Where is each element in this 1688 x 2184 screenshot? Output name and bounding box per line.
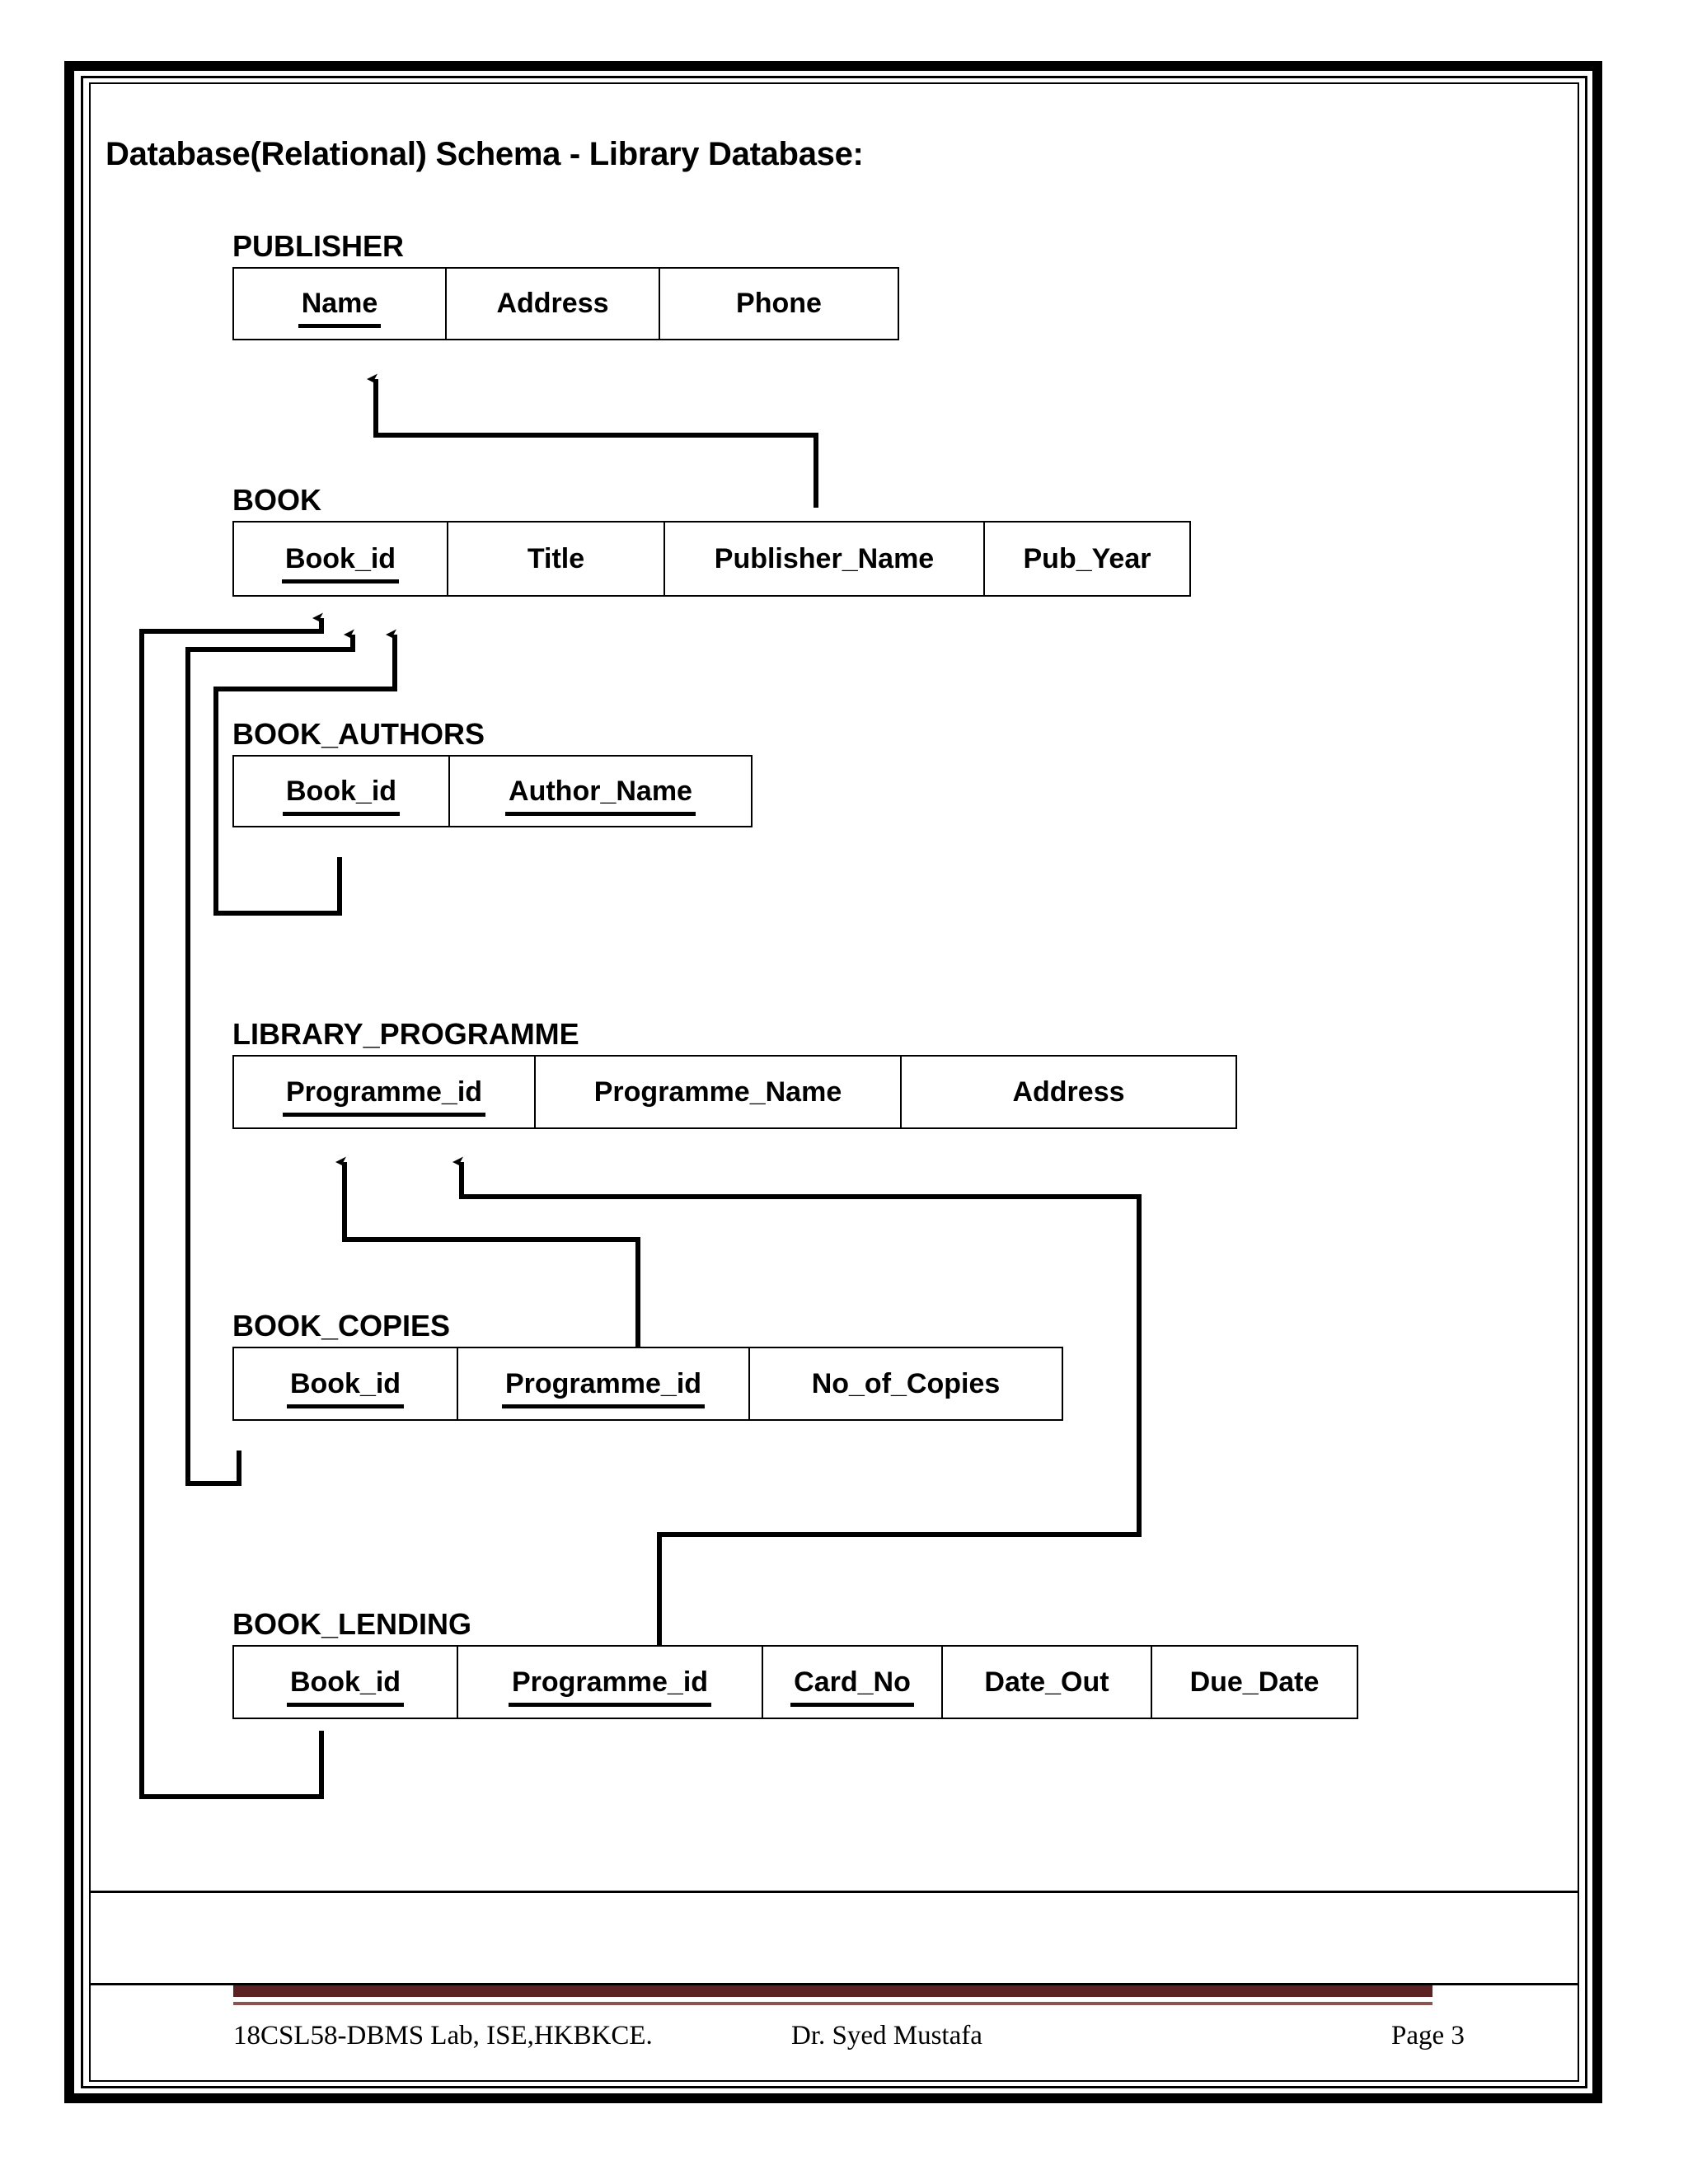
attribute-book-publisher_name[interactable]: Publisher_Name xyxy=(665,522,985,595)
attribute-book_authors-author_name[interactable]: Author_Name xyxy=(505,775,696,816)
attribute-row-book-copies: Book_id Programme_id No_of_Copies xyxy=(232,1346,1063,1421)
attribute-book-pub_year[interactable]: Pub_Year xyxy=(1023,542,1151,574)
relation-name-book: BOOK xyxy=(232,483,321,517)
attribute-row-book-authors: Book_id Author_Name xyxy=(232,754,753,827)
relation-library-programme: LIBRARY_PROGRAMME Programme_id Programme… xyxy=(232,1019,1237,1129)
attribute-book_copies-programme_id[interactable]: Programme_id xyxy=(458,1347,750,1419)
attribute-row-publisher: Name Address Phone xyxy=(232,266,899,340)
relation-name-book-lending: BOOK_LENDING xyxy=(232,1607,472,1641)
attribute-publisher-name[interactable]: Name xyxy=(234,268,447,339)
relation-name-publisher: PUBLISHER xyxy=(232,229,405,263)
attribute-book_lending-book_id[interactable]: Book_id xyxy=(234,1646,458,1718)
attribute-row-book: Book_id Title Publisher_Name Pub_Year xyxy=(232,520,1191,597)
attribute-book-book_id[interactable]: Book_id xyxy=(234,522,448,595)
relation-book-lending: BOOK_LENDING Book_id Programme_id Card_N… xyxy=(232,1609,1358,1719)
attribute-book_lending-date_out[interactable]: Date_Out xyxy=(943,1646,1152,1718)
relation-name-book-copies: BOOK_COPIES xyxy=(232,1309,451,1343)
attribute-book_authors-book_id[interactable]: Book_id xyxy=(234,756,450,826)
footer-separator-top xyxy=(91,1891,1578,1893)
attribute-book_copies-book_id[interactable]: Book_id xyxy=(234,1347,458,1419)
attribute-book-title[interactable]: Title xyxy=(448,522,665,595)
footer-rule-thin xyxy=(233,2002,1432,2005)
attribute-library_programme-address[interactable]: Address xyxy=(1012,1076,1125,1108)
footer-rule-thick xyxy=(233,1985,1432,1997)
relation-book-authors: BOOK_AUTHORS Book_id Author_Name xyxy=(232,719,753,827)
footer-separator-bottom xyxy=(91,1983,1578,1985)
relation-book: BOOK Book_id Title Publisher_Name Pub_Ye… xyxy=(232,485,1191,597)
relation-publisher: PUBLISHER Name Address Phone xyxy=(232,231,899,340)
attribute-library_programme-programme_name[interactable]: Programme_Name xyxy=(536,1056,902,1127)
attribute-library_programme-programme_id[interactable]: Programme_id xyxy=(234,1056,536,1127)
attribute-publisher-address[interactable]: Address xyxy=(447,268,660,339)
attribute-row-library-programme: Programme_id Programme_Name Address xyxy=(232,1054,1237,1129)
relation-name-book-authors: BOOK_AUTHORS xyxy=(232,717,485,751)
page-border-inner-thin xyxy=(89,82,1579,2082)
attribute-book_lending-programme_id[interactable]: Programme_id xyxy=(458,1646,763,1718)
page-border-inner-thick xyxy=(81,76,1587,2088)
attribute-book_copies-no_of_copies[interactable]: No_of_Copies xyxy=(811,1367,1001,1399)
footer-course-label: 18CSL58-DBMS Lab, ISE,HKBKCE. xyxy=(233,2021,653,2050)
footer-page-number: Page 3 xyxy=(1391,2021,1465,2050)
page-border-outer xyxy=(64,61,1602,2103)
attribute-book_lending-due_date[interactable]: Due_Date xyxy=(1189,1666,1320,1698)
attribute-book_lending-card_no[interactable]: Card_No xyxy=(763,1646,943,1718)
relation-book-copies: BOOK_COPIES Book_id Programme_id No_of_C… xyxy=(232,1310,1063,1421)
attribute-publisher-phone[interactable]: Phone xyxy=(736,288,822,320)
page-title: Database(Relational) Schema - Library Da… xyxy=(106,136,864,172)
footer-author-label: Dr. Syed Mustafa xyxy=(791,2021,982,2050)
relation-name-library-programme: LIBRARY_PROGRAMME xyxy=(232,1017,579,1051)
attribute-row-book-lending: Book_id Programme_id Card_No Date_Out Du… xyxy=(232,1644,1358,1719)
